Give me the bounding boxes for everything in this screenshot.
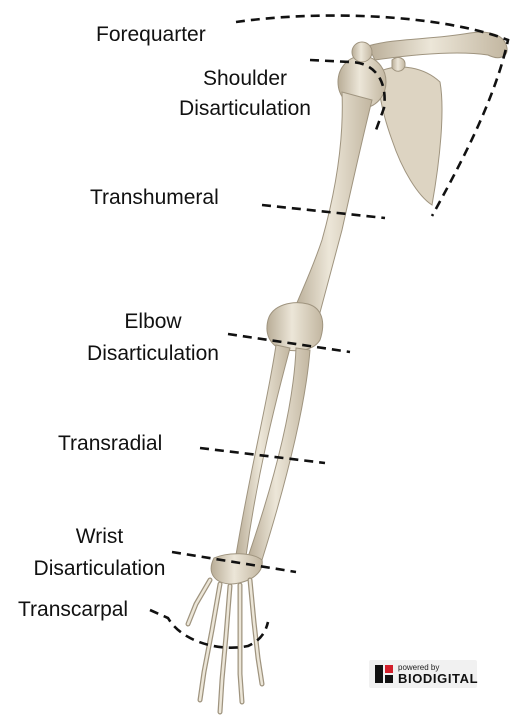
label-shoulder-line1: Shoulder — [160, 67, 330, 91]
biodigital-logo-icon — [375, 665, 393, 683]
label-elbow-line1: Elbow — [68, 310, 238, 334]
label-elbow-disarticulation: Elbow Disarticulation — [68, 310, 238, 366]
scapula — [378, 67, 442, 205]
label-shoulder-line2: Disarticulation — [160, 97, 330, 121]
humerus — [294, 92, 372, 320]
bones — [188, 32, 507, 712]
coracoid — [392, 58, 405, 72]
label-elbow-line2: Disarticulation — [68, 342, 238, 366]
label-transradial: Transradial — [58, 432, 162, 456]
label-shoulder-disarticulation: Shoulder Disarticulation — [160, 67, 330, 121]
label-wrist-line2: Disarticulation — [12, 557, 187, 581]
acromion — [352, 42, 372, 62]
label-wrist-line1: Wrist — [12, 525, 187, 549]
transhumeral-cut-line — [262, 205, 385, 218]
label-transcarpal: Transcarpal — [18, 598, 128, 622]
label-forequarter: Forequarter — [96, 23, 206, 47]
badge-brand-text: BIODIGITAL — [398, 672, 478, 686]
label-transhumeral: Transhumeral — [90, 186, 219, 210]
label-wrist-disarticulation: Wrist Disarticulation — [12, 525, 187, 581]
powered-by-biodigital-badge: powered by BIODIGITAL — [369, 660, 477, 688]
clavicle — [368, 32, 507, 60]
